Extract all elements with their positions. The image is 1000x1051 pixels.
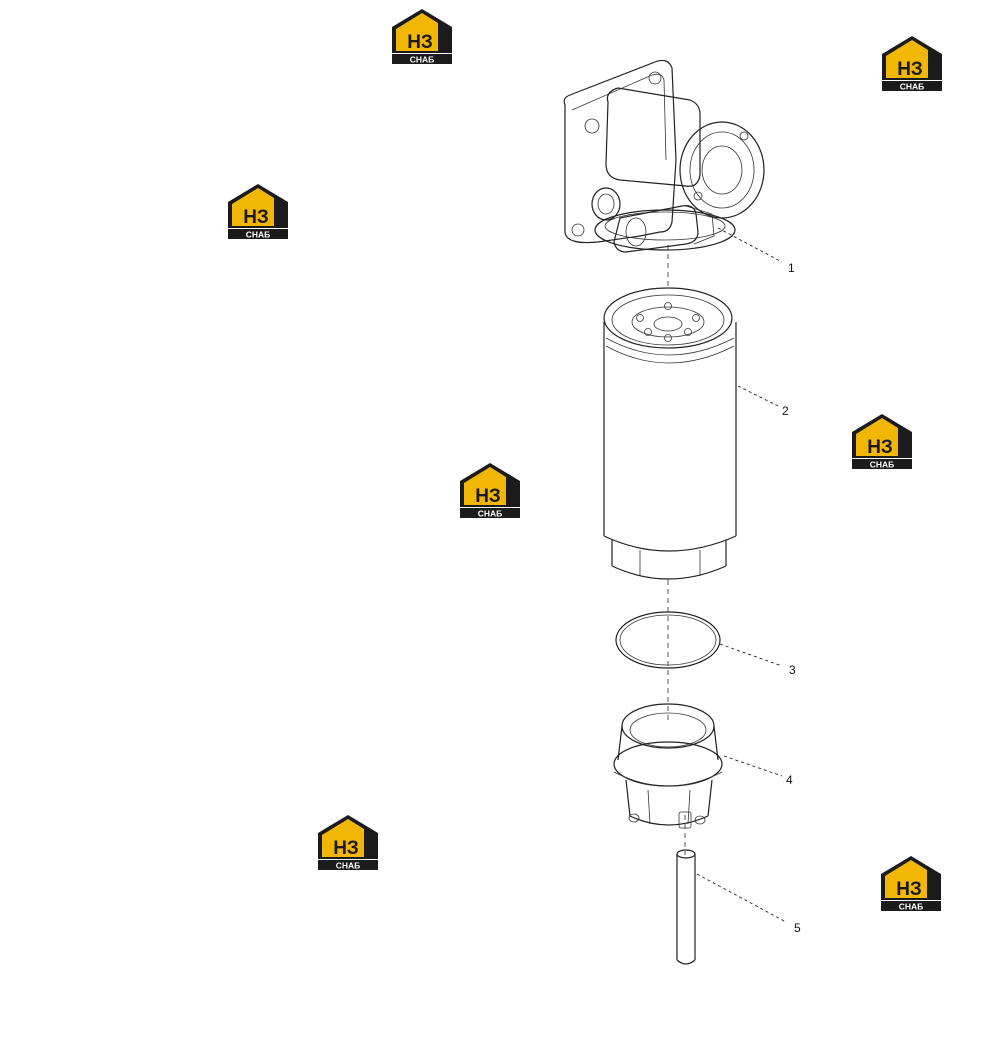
logo-sub-bar: [882, 81, 942, 91]
logo-main-text: НЗ: [407, 32, 433, 53]
logo-sub-text: СНАБ: [246, 230, 271, 240]
part-1-filter-head: [563, 59, 765, 253]
logo-main-text: НЗ: [333, 838, 359, 859]
leader-5: [696, 873, 787, 923]
logo-main-text: НЗ: [867, 437, 893, 458]
logo-main-text: НЗ: [897, 59, 923, 80]
logo-graphic: НЗ СНАБ: [881, 856, 941, 912]
part-3-o-ring: [615, 611, 721, 669]
leader-2: [737, 385, 779, 407]
watermark-logo: НЗ СНАБ: [880, 34, 944, 92]
logo-main-text: НЗ: [243, 207, 269, 228]
logo-sub-text: СНАБ: [870, 460, 895, 470]
logo-house-fill: [232, 188, 274, 226]
logo-sub-bar: [392, 54, 452, 64]
logo-house-fill: [464, 467, 506, 505]
watermark-logo: НЗ СНАБ: [458, 461, 522, 519]
logo-sub-text: СНАБ: [478, 509, 503, 519]
logo-sub-bar: [318, 860, 378, 870]
logo-sub-bar: [852, 459, 912, 469]
logo-graphic: НЗ СНАБ: [228, 184, 288, 240]
logo-main-text: НЗ: [475, 486, 501, 507]
logo-sub-bar: [228, 229, 288, 239]
logo-sub-text: СНАБ: [410, 55, 435, 65]
logo-graphic: НЗ СНАБ: [318, 815, 378, 871]
logo-sub-bar: [881, 901, 941, 911]
part-5-drain-tube: [676, 849, 696, 965]
leader-4: [723, 755, 783, 777]
watermark-logo: НЗ СНАБ: [879, 854, 943, 912]
logo-sub-bar: [460, 508, 520, 518]
watermark-logo: НЗ СНАБ: [316, 813, 380, 871]
leader-1: [717, 227, 783, 263]
leader-3: [719, 643, 783, 667]
logo-house-fill: [322, 819, 364, 857]
logo-house-fill: [886, 40, 928, 78]
part-2-filter-cartridge: [603, 287, 737, 580]
logo-sub-text: СНАБ: [899, 902, 924, 912]
callout-4: 4: [786, 773, 793, 787]
logo-house-fill: [396, 13, 438, 51]
callout-2: 2: [782, 404, 789, 418]
callout-3: 3: [789, 663, 796, 677]
logo-sub-text: СНАБ: [336, 861, 361, 871]
callout-5: 5: [794, 921, 801, 935]
watermark-logo: НЗ СНАБ: [390, 7, 454, 65]
part-4-filter-bowl: [613, 703, 723, 829]
logo-graphic: НЗ СНАБ: [460, 463, 520, 519]
watermark-logo: НЗ СНАБ: [850, 412, 914, 470]
logo-sub-text: СНАБ: [900, 82, 925, 92]
logo-graphic: НЗ СНАБ: [852, 414, 912, 470]
logo-graphic: НЗ СНАБ: [392, 9, 452, 65]
logo-graphic: НЗ СНАБ: [882, 36, 942, 92]
logo-house-fill: [885, 860, 927, 898]
logo-house-fill: [856, 418, 898, 456]
watermark-logo: НЗ СНАБ: [226, 182, 290, 240]
logo-main-text: НЗ: [896, 879, 922, 900]
callout-1: 1: [788, 261, 795, 275]
